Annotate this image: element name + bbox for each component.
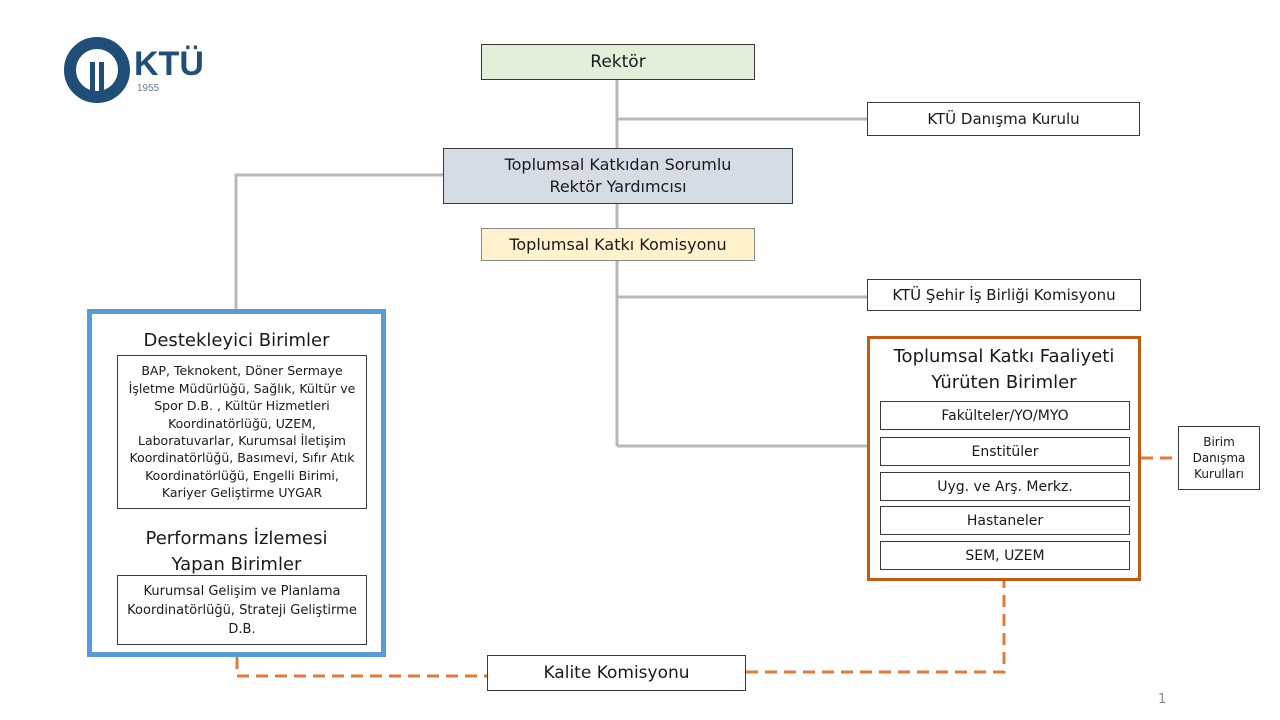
destekleyici-title: Destekleyici Birimler [143, 330, 330, 351]
rektor-yardimcisi-line1: Toplumsal Katkıdan Sorumlu [504, 155, 732, 174]
ktu-emblem-icon [64, 37, 130, 103]
birim-danisma-line3: Kurulları [1194, 467, 1244, 481]
page-number: 1 [1158, 692, 1167, 707]
ktu-logo: KTÜ 1955 [64, 37, 204, 103]
connector-to-destekleyici [234, 173, 443, 309]
birim-danisma-line2: Danışma [1192, 451, 1246, 465]
logo-year: 1955 [137, 83, 160, 94]
faaliyet-title: Toplumsal Katkı Faaliyeti Yürüten Biriml… [870, 344, 1138, 396]
toplumsal-katki-komisyonu-box: Toplumsal Katkı Komisyonu [481, 228, 755, 261]
faaliyet-panel: Toplumsal Katkı Faaliyeti Yürüten Biriml… [867, 336, 1141, 581]
unit-enstituler: Enstitüler [880, 437, 1130, 466]
birim-danisma-line1: Birim [1203, 435, 1235, 449]
performans-title-line1: Performans İzlemesi [145, 528, 328, 549]
rektor-box: Rektör [481, 44, 755, 80]
dashed-destekleyici-to-kalite [235, 657, 487, 678]
performans-title-line2: Yapan Birimler [171, 554, 302, 575]
rektor-yardimcisi-line2: Rektör Yardımcısı [549, 177, 687, 196]
unit-hastaneler: Hastaneler [880, 506, 1130, 535]
logo-text: KTÜ [134, 45, 204, 83]
unit-uyg-ars-merkz: Uyg. ve Arş. Merkz. [880, 472, 1130, 501]
performans-title: Performans İzlemesi Yapan Birimler [92, 526, 381, 578]
kalite-komisyonu-box: Kalite Komisyonu [487, 655, 746, 691]
danisma-kurulu-box: KTÜ Danışma Kurulu [867, 102, 1140, 136]
dashed-kalite-to-faaliyet [746, 581, 1006, 674]
faaliyet-title-line1: Toplumsal Katkı Faaliyeti [893, 346, 1115, 367]
faaliyet-title-line2: Yürüten Birimler [931, 372, 1077, 393]
destekleyici-units-box: BAP, Teknokent, Döner Sermaye İşletme Mü… [117, 355, 367, 509]
performans-units-box: Kurumsal Gelişim ve Planlama Koordinatör… [117, 575, 367, 645]
rektor-yardimcisi-box: Toplumsal Katkıdan Sorumlu Rektör Yardım… [443, 148, 793, 204]
unit-fakulteler: Fakülteler/YO/MYO [880, 401, 1130, 430]
sehir-is-birligi-box: KTÜ Şehir İş Birliği Komisyonu [867, 279, 1141, 311]
unit-sem-uzem: SEM, UZEM [880, 541, 1130, 570]
birim-danisma-kurullari-box: Birim Danışma Kurulları [1178, 426, 1260, 490]
destekleyici-performans-panel: Destekleyici Birimler BAP, Teknokent, Dö… [87, 309, 386, 657]
